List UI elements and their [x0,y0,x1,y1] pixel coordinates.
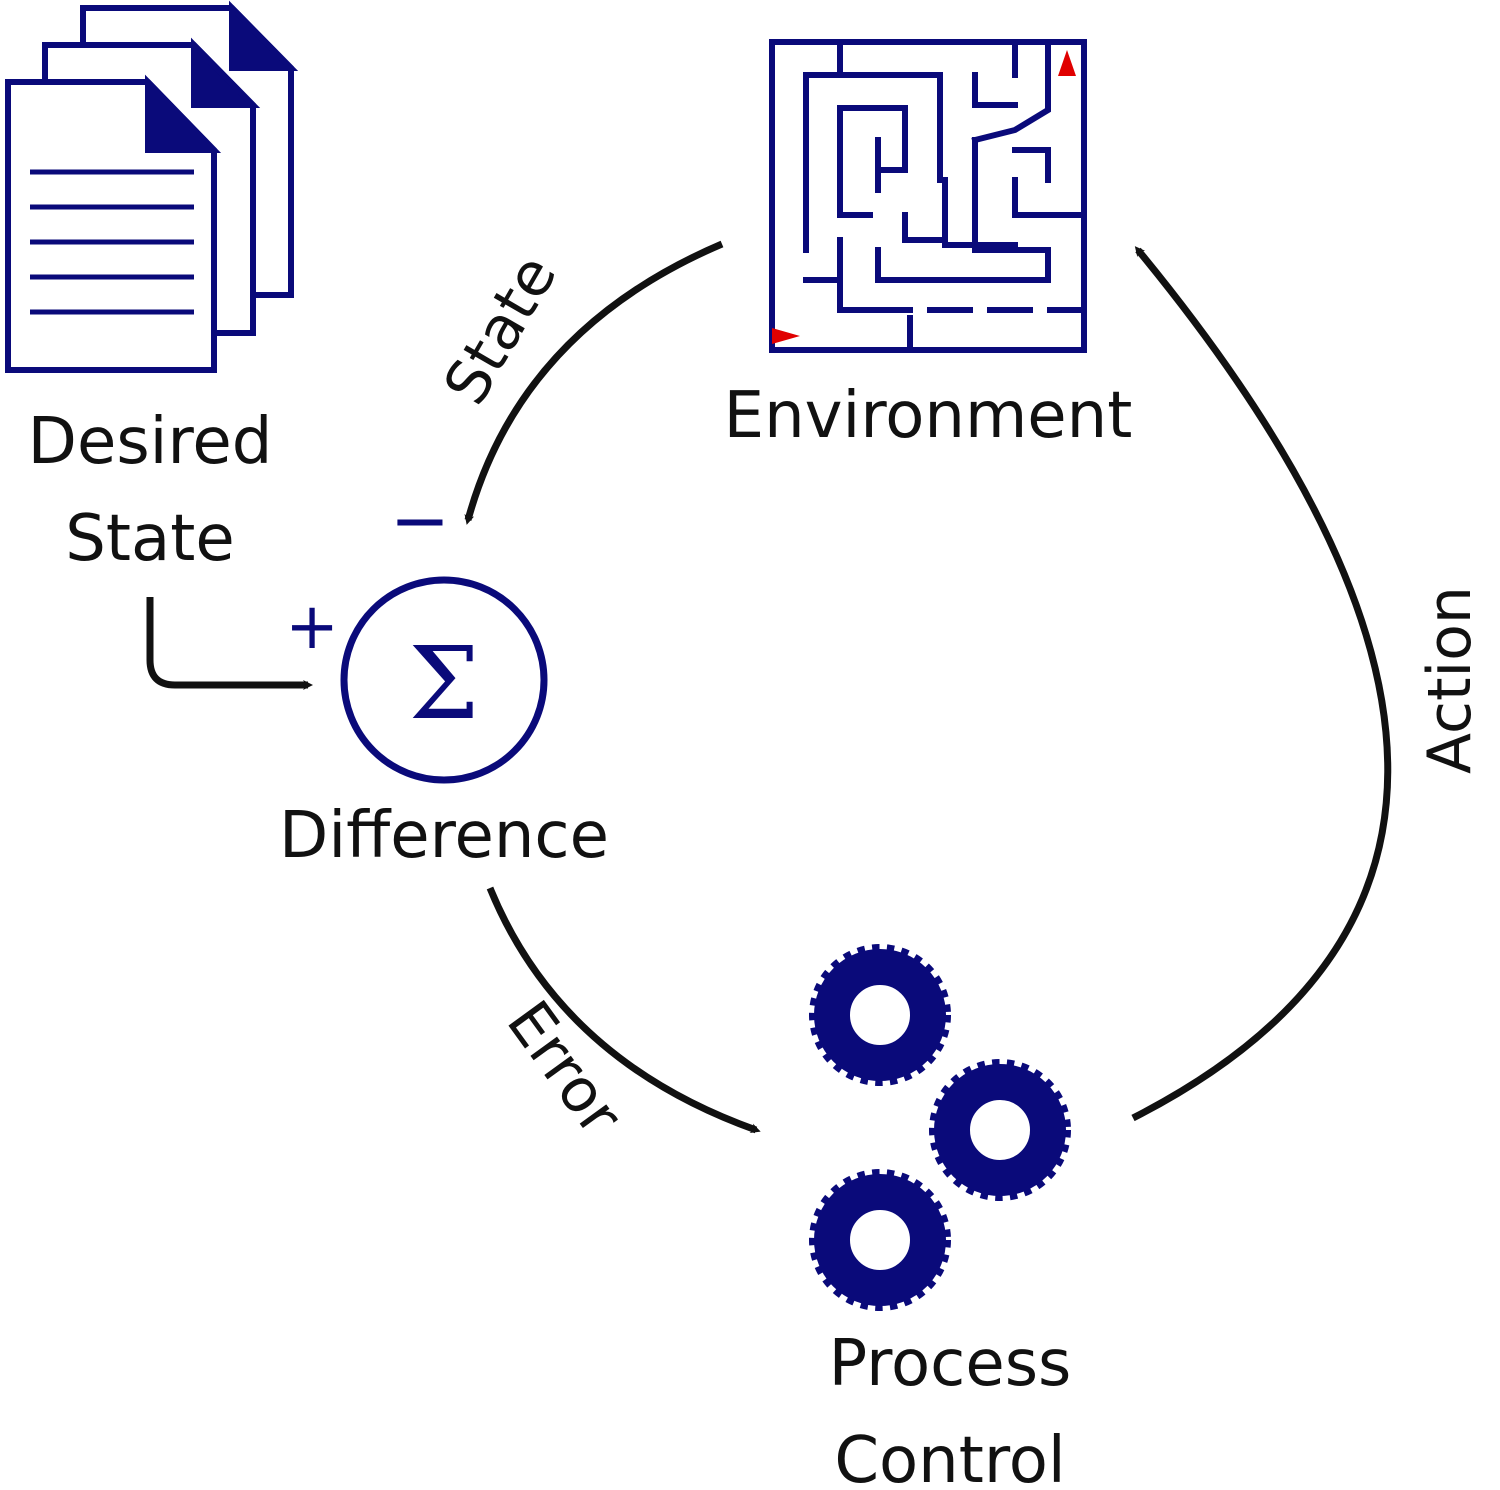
process-control-label-line1: Process [829,1327,1072,1401]
gear-icon [809,944,951,1086]
maze-start-marker [772,328,800,344]
error-arrow [486,886,761,1134]
state-arrow [464,240,724,525]
desired-state-label-line1: Desired [28,405,273,479]
sigma-symbol: Σ [409,625,480,742]
state-edge-label: State [431,244,571,417]
gear-icon [929,1059,1071,1201]
summation-node [340,576,548,784]
gear-icon [809,1169,951,1311]
difference-label: Difference [279,799,609,873]
action-arrow [1131,246,1392,1122]
maze-icon [769,39,1087,353]
environment-label: Environment [724,379,1133,453]
gears-icon [809,944,1071,1311]
process-control-label-line2: Control [834,1424,1065,1490]
error-edge-label: Error [493,989,636,1149]
action-edge-label: Action [1415,586,1485,774]
maze-goal-marker [1058,50,1076,76]
desired-to-difference-arrow [146,597,313,690]
desired-state-label-line2: State [65,502,234,576]
minus-sign: − [390,478,450,562]
plus-sign: + [285,590,339,664]
documents-icon [5,0,299,373]
